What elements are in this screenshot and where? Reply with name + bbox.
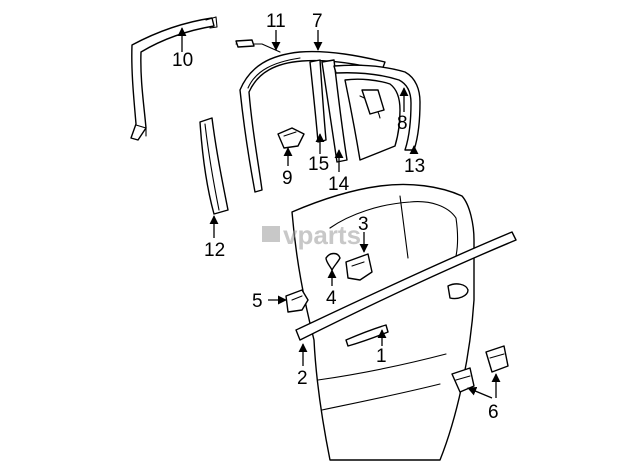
callout-15: 15 <box>308 154 329 175</box>
part-12-pillar-trim <box>199 117 229 215</box>
door-shell <box>291 183 475 461</box>
watermark-logo-icon <box>262 226 280 242</box>
part-5-cap <box>285 289 309 313</box>
part-3-bracket <box>345 253 373 281</box>
part-9-clip <box>277 127 305 149</box>
callout-14: 14 <box>328 174 350 195</box>
callout-11: 11 <box>266 11 286 32</box>
callout-5: 5 <box>252 291 263 312</box>
part-6-fasteners <box>451 345 509 393</box>
callout-9: 9 <box>282 168 293 189</box>
watermark: vparts <box>262 220 361 250</box>
watermark-text: vparts <box>283 220 361 250</box>
part-8-window-run-channel <box>333 64 421 161</box>
part-2-belt-moulding <box>295 231 517 341</box>
callout-12: 12 <box>204 240 225 261</box>
part-10-window-frame-trim <box>130 16 218 141</box>
part-14-division-channel <box>321 59 348 163</box>
callout-3: 3 <box>358 214 369 235</box>
leader-6a <box>467 386 493 399</box>
callout-labels: 10 11 7 8 13 9 15 14 12 3 4 5 2 1 6 <box>172 11 499 423</box>
part-4-push-clip <box>325 252 341 271</box>
callout-13: 13 <box>404 156 425 177</box>
callout-7: 7 <box>312 11 323 32</box>
callout-6: 6 <box>488 402 499 423</box>
callout-10: 10 <box>172 50 193 71</box>
part-15-glass-channel <box>309 59 327 143</box>
callout-2: 2 <box>297 368 308 389</box>
callout-1: 1 <box>376 346 387 367</box>
leader-lines <box>177 27 501 399</box>
callout-8: 8 <box>397 113 408 134</box>
callout-4: 4 <box>326 288 337 309</box>
